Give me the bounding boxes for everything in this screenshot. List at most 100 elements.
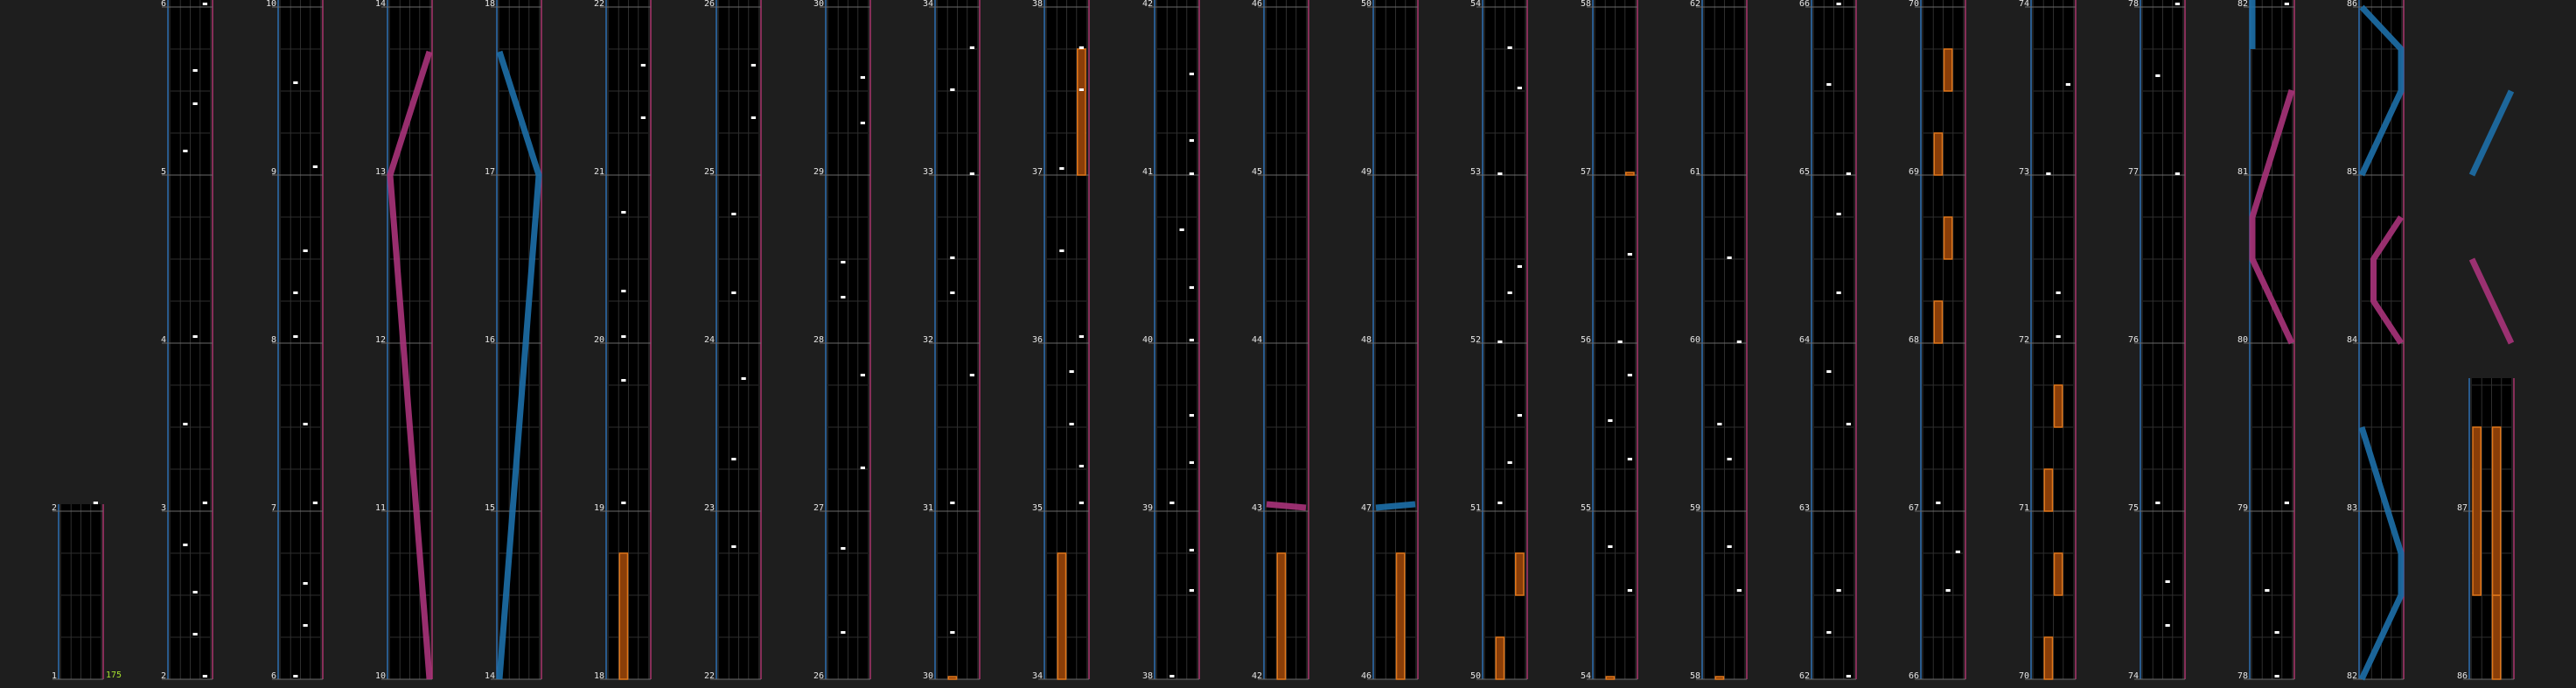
chip-note	[1507, 291, 1512, 294]
chip-note	[192, 335, 198, 338]
chip-note	[1608, 419, 1613, 422]
chip-note	[1189, 414, 1194, 417]
hold-note	[618, 552, 629, 680]
chip-note	[293, 335, 298, 338]
laser-right	[387, 50, 433, 680]
measure-number: 77	[2128, 167, 2139, 177]
measure-number: 45	[1252, 167, 1262, 177]
hold-note	[1276, 552, 1287, 680]
measure-number: 14	[485, 671, 495, 681]
measure-number: 35	[1032, 503, 1043, 513]
measure-number: 22	[704, 671, 715, 681]
chip-note	[731, 458, 736, 460]
measure-number: 39	[1142, 503, 1153, 513]
measure-number: 70	[1909, 0, 1919, 9]
chip-note	[183, 544, 188, 546]
measure-number: 52	[1470, 335, 1481, 345]
chip-note	[1627, 374, 1632, 376]
chip-note	[202, 502, 207, 504]
chip-note	[2175, 3, 2180, 5]
laser-right	[2468, 257, 2515, 345]
measure-number: 58	[1581, 0, 1591, 9]
chip-note	[1497, 502, 1503, 504]
chip-note	[1627, 253, 1632, 256]
chip-note	[192, 633, 198, 635]
hold-note	[2053, 552, 2063, 596]
chip-note	[1069, 370, 1074, 373]
measure-number: 26	[813, 671, 824, 681]
chip-note	[1727, 458, 1732, 460]
measure-number: 7	[271, 503, 276, 513]
measure-number: 11	[375, 503, 386, 513]
chip-note	[621, 211, 626, 214]
chip-note	[1627, 458, 1632, 460]
chip-note	[1826, 631, 1832, 634]
chip-note	[1189, 139, 1194, 142]
hold-note	[1057, 552, 1067, 680]
chip-note	[1189, 461, 1194, 464]
bpm-label: 175	[106, 670, 122, 680]
laser-right	[2370, 215, 2404, 345]
measure-number: 25	[704, 167, 715, 177]
measure-number: 73	[2019, 167, 2029, 177]
chip-note	[731, 291, 736, 294]
measure-number: 42	[1252, 671, 1262, 681]
measure-number: 53	[1470, 167, 1481, 177]
measure-number: 78	[2128, 0, 2139, 9]
chip-note	[841, 631, 846, 634]
hold-note	[2043, 468, 2054, 512]
measure-number: 41	[1142, 167, 1153, 177]
chip-note	[1059, 167, 1065, 170]
measure-number: 47	[1361, 503, 1372, 513]
chip-note	[2274, 631, 2279, 634]
chip-note	[1846, 675, 1851, 677]
chip-note	[950, 88, 955, 91]
measure-number: 80	[2237, 335, 2248, 345]
chip-note	[1517, 87, 1522, 89]
chip-note	[1727, 545, 1732, 548]
measure-number: 14	[375, 0, 386, 9]
measure-number: 63	[1799, 503, 1810, 513]
measure-number: 87	[2457, 503, 2468, 513]
chip-note	[1169, 502, 1175, 504]
measure-number: 57	[1581, 167, 1591, 177]
measure-number: 83	[2347, 503, 2357, 513]
chip-note	[1497, 172, 1503, 175]
chip-note	[860, 122, 865, 124]
chip-note	[1727, 256, 1732, 259]
chip-note	[293, 291, 298, 294]
chip-note	[969, 46, 974, 49]
measure-number: 56	[1581, 335, 1591, 345]
chip-note	[2165, 580, 2170, 583]
hold-note	[1077, 48, 1086, 176]
chip-note	[1079, 88, 1084, 91]
chip-note	[1736, 589, 1742, 592]
measure-number: 64	[1799, 335, 1810, 345]
measure-number: 66	[1799, 0, 1810, 9]
chip-note	[303, 249, 308, 252]
measure-number: 82	[2347, 671, 2357, 681]
laser-left	[1375, 501, 1416, 511]
chip-note	[1608, 545, 1613, 548]
measure-number: 6	[161, 0, 166, 9]
measure-number: 10	[375, 671, 386, 681]
measure-number: 38	[1032, 0, 1043, 9]
chip-note	[1507, 46, 1512, 49]
measure-number: 85	[2347, 167, 2357, 177]
measure-number: 61	[1690, 167, 1700, 177]
hold-note	[1933, 132, 1944, 176]
chip-note	[202, 3, 207, 5]
chip-note	[621, 290, 626, 292]
chip-note	[741, 377, 746, 380]
chip-note	[2056, 335, 2061, 338]
measure-number: 34	[923, 0, 933, 9]
